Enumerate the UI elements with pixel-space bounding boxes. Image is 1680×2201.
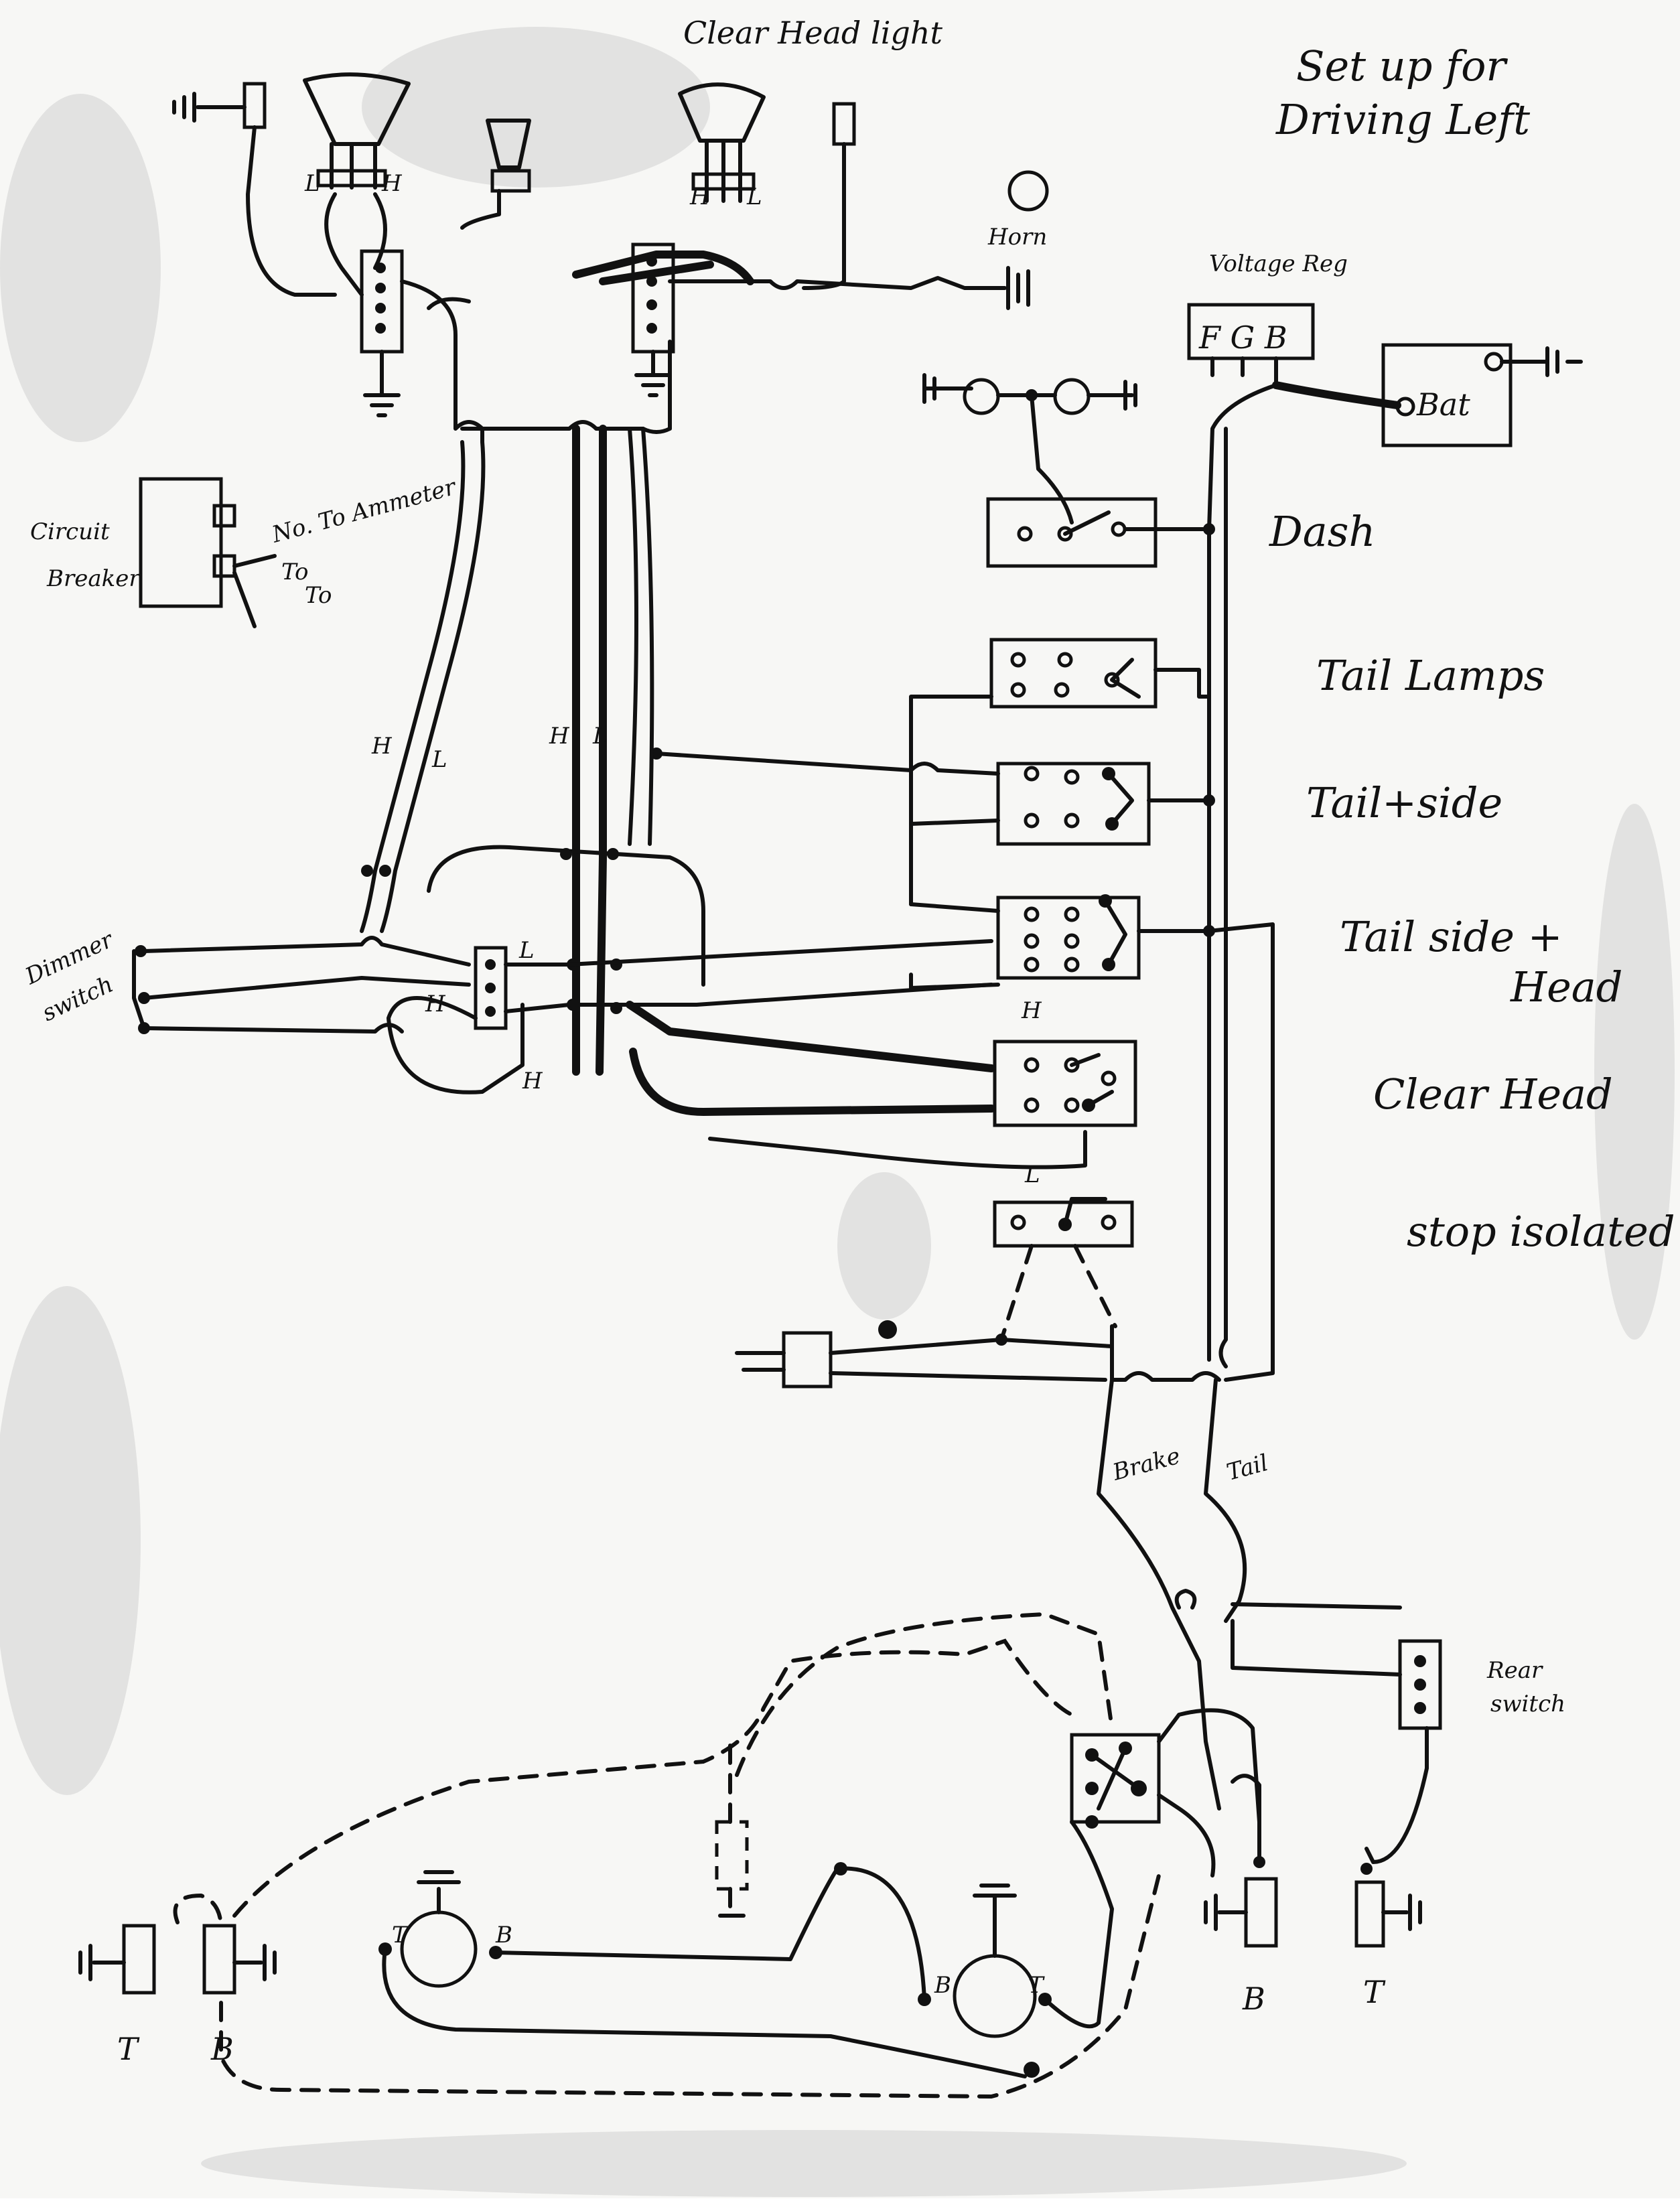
side-lamp-center bbox=[460, 119, 531, 230]
label-horn: Horn bbox=[987, 224, 1047, 251]
rear-lamp-T: T bbox=[1354, 1863, 1422, 2010]
switch-dash: Dash bbox=[986, 497, 1375, 568]
rear-lamp-B: B bbox=[1204, 1774, 1278, 2017]
label-cb-1: Circuit bbox=[30, 518, 110, 545]
horn: Horn bbox=[668, 170, 1049, 310]
label-L-harness-center: L bbox=[592, 723, 608, 750]
label-L-right: L bbox=[746, 184, 762, 210]
label-cb-note1: No. To Ammeter bbox=[269, 474, 460, 549]
label-L-harness-left: L bbox=[431, 746, 447, 773]
row-label-6: stop isolated bbox=[1407, 1207, 1675, 1256]
label-T-lamp-left: T bbox=[392, 1922, 409, 1948]
feed-bus bbox=[1207, 383, 1278, 1368]
dash-lamps bbox=[922, 373, 1137, 524]
row-label-2: Tail+side bbox=[1306, 778, 1502, 827]
top-harness bbox=[400, 251, 754, 444]
label-B-lamp-right: B bbox=[934, 1972, 951, 1999]
label-H-left: H bbox=[381, 170, 403, 197]
terminal-block-right bbox=[631, 242, 675, 397]
main-harness: H L H L bbox=[360, 425, 995, 1116]
marker-lamps bbox=[172, 82, 856, 297]
front-lamps-bottom: T B bbox=[78, 1924, 277, 2067]
dimmer-switch: Dimmer switch L H H bbox=[21, 926, 571, 1094]
label-rear-1: Rear bbox=[1486, 1657, 1543, 1684]
label-voltage-reg: Voltage Reg bbox=[1209, 251, 1348, 277]
label-T-front: T bbox=[117, 2031, 140, 2067]
dashed-return-loop bbox=[173, 1612, 1161, 2099]
note-driving-left: Driving Left bbox=[1275, 95, 1530, 144]
label-brake: Brake bbox=[1109, 1443, 1183, 1486]
label-B-rear: B bbox=[1242, 1981, 1265, 2017]
label-bat: Bat bbox=[1416, 386, 1470, 423]
switch-tail-side: Tail+side bbox=[650, 748, 1502, 846]
row-label-5: Clear Head bbox=[1373, 1070, 1613, 1119]
switch-tail-side-head: Tail side + Head bbox=[909, 894, 1622, 1382]
row-label-3: Tail side + bbox=[1340, 912, 1563, 961]
stop-light-switch bbox=[735, 1320, 1221, 1389]
terminal-block-left bbox=[360, 249, 404, 417]
label-cb-note2: To bbox=[281, 559, 309, 585]
headlight-left: L H bbox=[303, 72, 411, 297]
voltage-regulator: Voltage Reg F G B bbox=[1187, 251, 1348, 387]
label-T-lamp-right: T bbox=[1028, 1972, 1045, 1999]
row-label-1: Tail Lamps bbox=[1316, 651, 1545, 700]
row-label-0: Dash bbox=[1269, 507, 1375, 556]
row-label-4: Head bbox=[1510, 963, 1622, 1011]
label-L-dimmer: L bbox=[518, 937, 535, 964]
note-set-up: Set up for bbox=[1296, 42, 1508, 90]
headlight-right: H L bbox=[678, 82, 766, 210]
scan-noise bbox=[0, 27, 1675, 2197]
battery: Bat bbox=[1272, 343, 1583, 447]
switch-stop-isolated: L stop isolated bbox=[993, 1161, 1675, 1342]
label-cb-2: Breaker bbox=[46, 565, 141, 592]
label-tail: Tail bbox=[1224, 1449, 1271, 1486]
label-H-harness-center: H bbox=[549, 723, 570, 750]
label-cb-note3: To bbox=[305, 582, 332, 609]
rear-junction bbox=[1070, 1708, 1261, 1877]
rear-switch: Rear switch bbox=[1364, 1639, 1565, 1864]
label-H-switch: H bbox=[1021, 997, 1042, 1024]
label-L-switch: L bbox=[1024, 1161, 1040, 1188]
label-H-right: H bbox=[689, 184, 711, 210]
title-clear-headlight: Clear Head light bbox=[683, 15, 942, 51]
switch-tail-lamps: Tail Lamps bbox=[909, 638, 1545, 906]
center-lamp-dashed bbox=[715, 1740, 749, 1918]
rear-leads: Brake Tail bbox=[1097, 1378, 1402, 1810]
bottom-lamp-left: T B bbox=[378, 1867, 1027, 2078]
circuit-breaker: Circuit Breaker No. To Ammeter To To bbox=[30, 474, 460, 628]
label-T-rear: T bbox=[1363, 1974, 1386, 2010]
label-H-harness-left: H bbox=[371, 733, 393, 760]
label-L-left: L bbox=[304, 170, 320, 197]
label-B-lamp-left: B bbox=[495, 1922, 512, 1948]
switch-clear-head: H Clear Head bbox=[708, 997, 1613, 1169]
bottom-lamp-right: B T bbox=[835, 1820, 1114, 2038]
label-H-dimmer-2: H bbox=[522, 1068, 543, 1094]
label-rear-2: switch bbox=[1490, 1691, 1565, 1717]
label-reg-terms: F G B bbox=[1198, 320, 1287, 356]
